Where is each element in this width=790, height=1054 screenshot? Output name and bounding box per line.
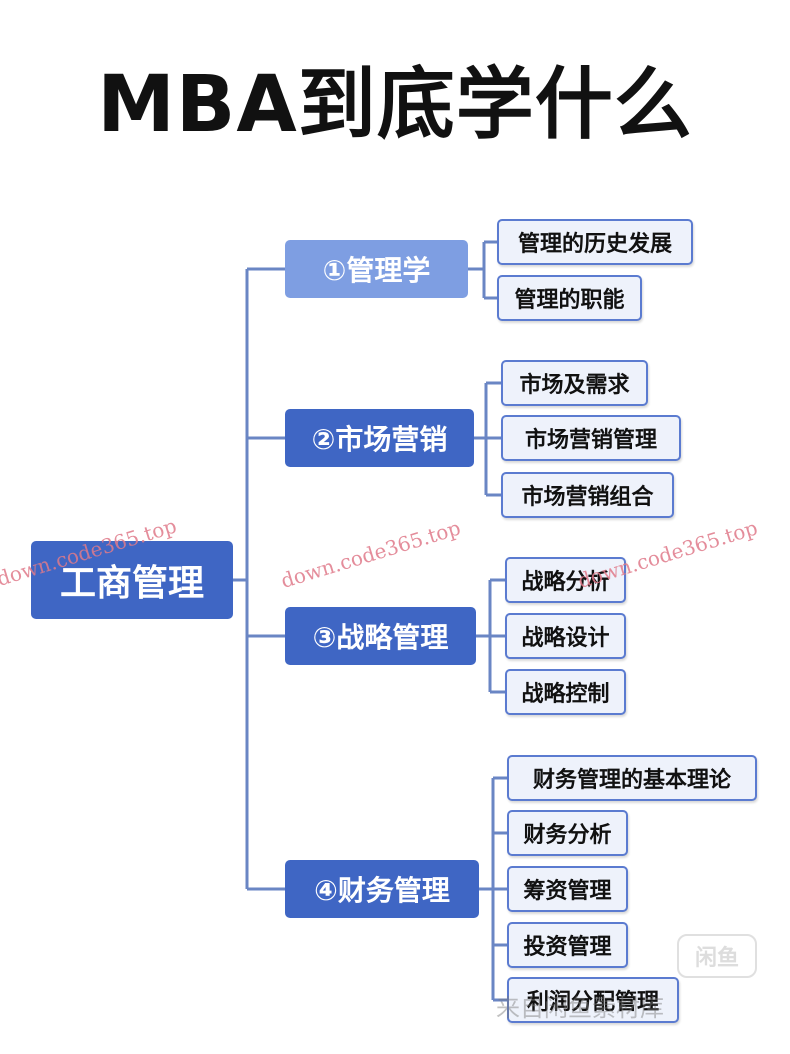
leaf-strategy-design: 战略设计 xyxy=(505,613,626,659)
leaf-management-history: 管理的历史发展 xyxy=(497,219,693,265)
leaf-strategy-control: 战略控制 xyxy=(505,669,626,715)
bottom-watermark: 来自闲鱼素材库 xyxy=(496,994,664,1022)
category-management: ①管理学 xyxy=(285,240,468,298)
leaf-investment-management: 投资管理 xyxy=(507,922,628,968)
category-strategy: ③战略管理 xyxy=(285,607,476,665)
page-title: MBA到底学什么 xyxy=(97,60,693,150)
leaf-market-demand: 市场及需求 xyxy=(501,360,648,406)
leaf-strategy-analysis: 战略分析 xyxy=(505,557,626,603)
leaf-marketing-management: 市场营销管理 xyxy=(501,415,681,461)
leaf-marketing-mix: 市场营销组合 xyxy=(501,472,674,518)
leaf-finance-analysis: 财务分析 xyxy=(507,810,628,856)
leaf-finance-theory: 财务管理的基本理论 xyxy=(507,755,757,801)
category-finance: ④财务管理 xyxy=(285,860,479,918)
xianyu-logo-icon: 闲鱼 xyxy=(677,934,757,978)
root-node: 工商管理 xyxy=(31,541,233,619)
leaf-profit-distribution: 利润分配管理 xyxy=(507,977,679,1023)
leaf-financing-management: 筹资管理 xyxy=(507,866,628,912)
category-marketing: ②市场营销 xyxy=(285,409,474,467)
leaf-management-functions: 管理的职能 xyxy=(497,275,642,321)
